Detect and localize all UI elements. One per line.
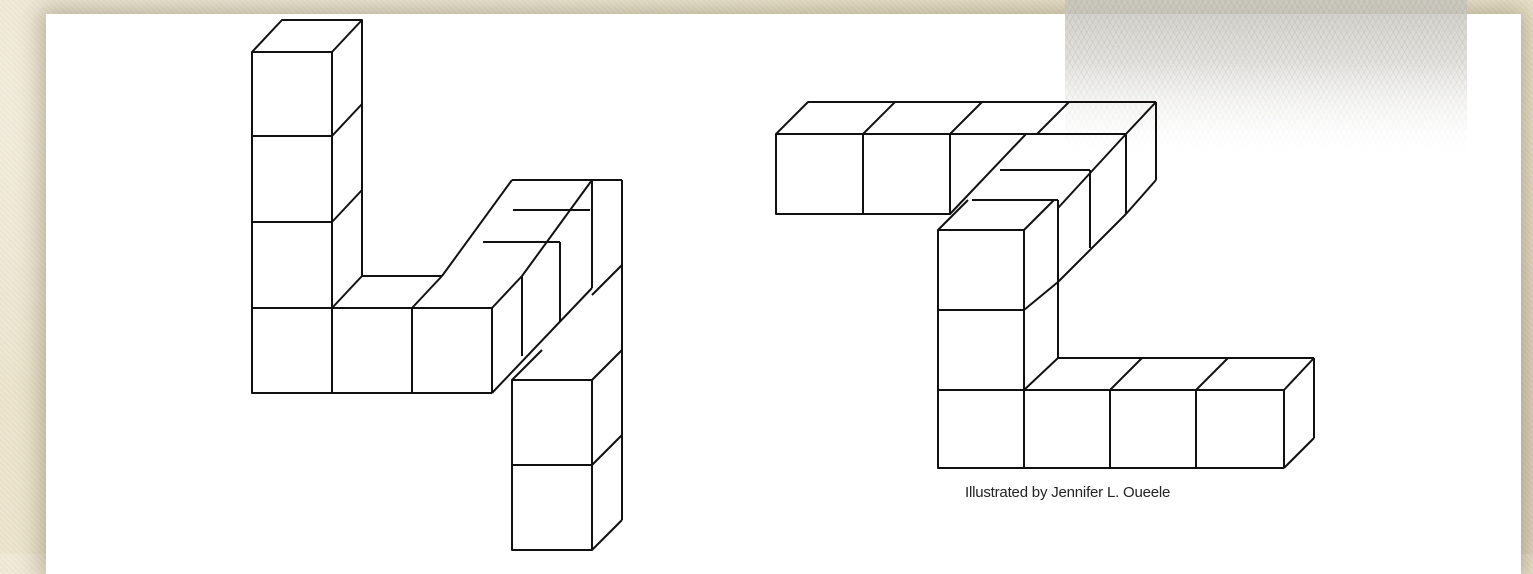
- right-vertical-column: [938, 200, 1058, 468]
- right-bottom-row: [1024, 358, 1314, 468]
- right-diagonal-segment: [972, 134, 1126, 282]
- left-cube-figure: [252, 20, 622, 550]
- left-descending-column: [512, 180, 622, 550]
- right-top-row: [776, 102, 1156, 214]
- cube-figures: [0, 0, 1533, 554]
- right-cube-figure: [776, 102, 1314, 468]
- left-diagonal-arm: [442, 180, 592, 393]
- left-vertical-column: [252, 20, 362, 393]
- left-horizontal-arm: [332, 276, 522, 393]
- illustrator-credit: Illustrated by Jennifer L. Oueele: [965, 484, 1170, 501]
